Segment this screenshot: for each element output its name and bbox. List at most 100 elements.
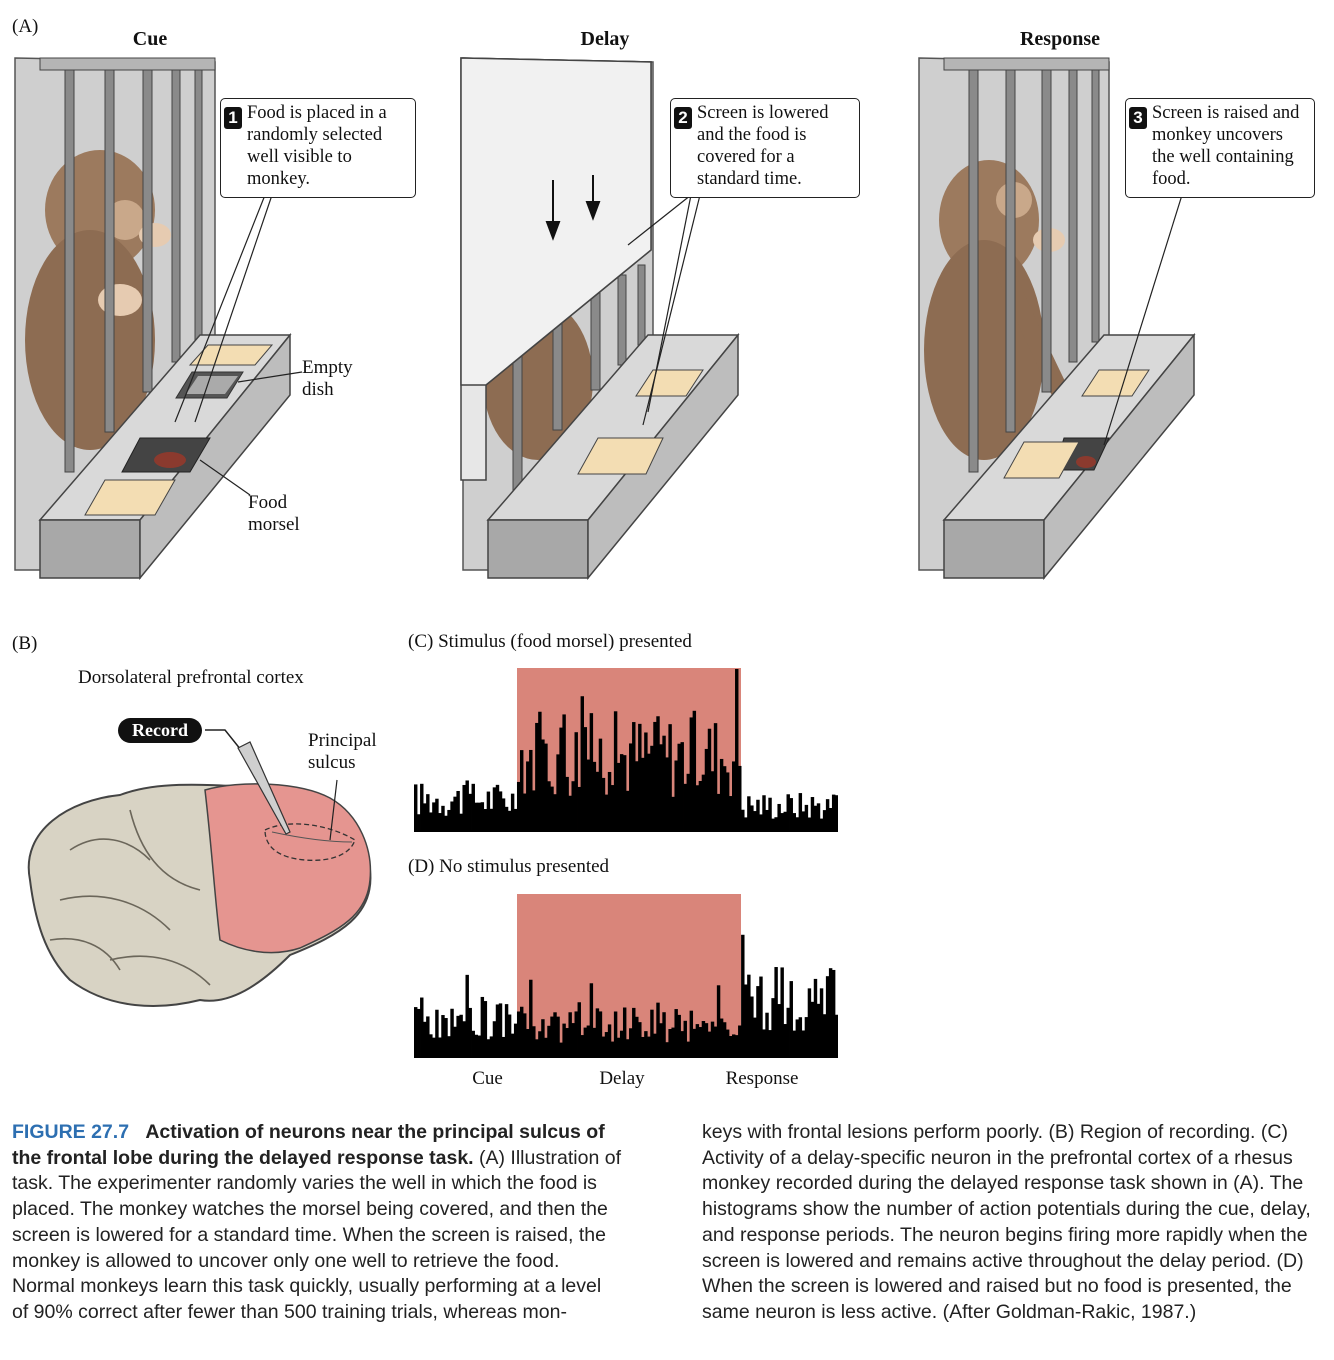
histogram-bar [683, 783, 687, 831]
histogram-bar [480, 802, 485, 831]
histogram-bar [583, 1027, 588, 1057]
histogram-bar [589, 983, 594, 1057]
histogram-bar [610, 785, 615, 831]
brain-illustration [27, 729, 372, 1007]
histogram-bar [771, 818, 775, 831]
histogram-bar [420, 997, 424, 1057]
histogram-bar [489, 1036, 494, 1057]
histogram-bar [813, 978, 818, 1057]
histogram-bar [426, 794, 430, 831]
histogram-bar [701, 1021, 706, 1057]
histogram-bar [465, 780, 469, 831]
histogram-bar [483, 809, 488, 831]
histogram-bar [520, 750, 524, 831]
histogram-bar [728, 796, 733, 831]
histogram-bar [732, 1034, 736, 1057]
histogram-bar [822, 810, 827, 831]
histogram-bar [474, 1034, 478, 1057]
histogram-bar [719, 758, 724, 831]
response-callout: 3 Screen is raised and monkey uncovers t… [1125, 98, 1315, 198]
histogram-bar [783, 1024, 787, 1057]
histogram-bar [532, 1026, 536, 1057]
histogram-bar [550, 1016, 554, 1057]
histogram-bar [535, 722, 539, 831]
histogram-bar [722, 1022, 727, 1057]
panel-d-title: (D) No stimulus presented [408, 856, 610, 877]
histogram-bar [495, 784, 500, 831]
histogram-bar [744, 817, 748, 831]
histogram-bar [562, 1023, 566, 1057]
histogram-bar [592, 1027, 597, 1057]
histogram-bar [701, 774, 706, 831]
delay-callout-text: Screen is lowered and the food is covere… [697, 103, 829, 189]
histogram-bar [759, 976, 763, 1057]
histogram-bar [677, 743, 681, 831]
histogram-bar [792, 813, 796, 831]
histogram-bar [565, 1028, 569, 1057]
histogram-bar [574, 1011, 578, 1057]
histogram-bar [414, 784, 418, 831]
histogram-bar [501, 1036, 506, 1057]
panel-c-title: (C) Stimulus (food morsel) presented [408, 631, 692, 652]
record-tag: Record [118, 718, 202, 743]
histogram-bar [698, 1027, 703, 1057]
histogram-bar [813, 805, 818, 831]
histogram-bar [732, 761, 736, 831]
histogram-bar [744, 984, 748, 1057]
histogram-bar [559, 1042, 563, 1057]
histogram-bar [474, 802, 478, 831]
histogram-bar [756, 986, 760, 1057]
histogram-bar [613, 711, 618, 831]
panel-a-letter: (A) [12, 16, 39, 37]
histogram-bar [432, 1037, 436, 1057]
histogram-bar [774, 817, 778, 831]
histogram-bar [695, 1024, 700, 1057]
histogram-bar [795, 1019, 800, 1057]
histogram-bar [804, 804, 809, 831]
histogram-bar [756, 799, 760, 831]
histogram-bar [768, 1030, 772, 1057]
histogram-bar [477, 802, 482, 831]
histogram-bar [725, 772, 730, 831]
figure-title: Activation of neurons near the principal… [12, 1121, 605, 1169]
histogram-bar [683, 1020, 687, 1057]
food-morsel-label: Food morsel [248, 492, 300, 535]
histogram-bar [529, 749, 533, 831]
histogram-bar [604, 794, 609, 831]
histogram-bar [695, 785, 700, 831]
histogram-bar [632, 722, 636, 831]
histogram-bar [507, 810, 512, 832]
histogram-bar [604, 1032, 609, 1057]
histogram-bar [435, 1009, 439, 1057]
histogram-bar [825, 976, 830, 1057]
histogram-bar [780, 813, 784, 831]
histogram-bar [553, 1012, 557, 1057]
histogram-bar [607, 1024, 612, 1057]
histogram-bar [629, 1028, 633, 1057]
histogram-bar [547, 781, 551, 831]
histogram-bar [610, 1041, 615, 1057]
histogram-bar [541, 739, 545, 831]
axis-label-cue: Cue [472, 1068, 503, 1089]
histogram-bar [544, 1037, 548, 1057]
histogram-bar [595, 771, 600, 831]
histogram-bar [538, 1031, 542, 1057]
histogram-bar [816, 803, 821, 831]
histogram-bar [486, 1039, 491, 1057]
histogram-bar [420, 783, 424, 831]
histogram-bar [834, 1014, 838, 1057]
histogram-bar [504, 1004, 509, 1057]
histogram-bar [644, 1031, 648, 1057]
histogram-bar [492, 787, 497, 831]
histogram-bar [647, 753, 651, 831]
delay-title: Delay [580, 28, 630, 50]
histogram-bar [698, 780, 703, 831]
histogram-bar [828, 968, 833, 1057]
histogram-bar [783, 811, 787, 831]
histogram-bar [456, 790, 460, 831]
response-title: Response [1019, 28, 1100, 50]
panel-b-letter: (B) [12, 633, 38, 654]
histogram-d-bars [414, 934, 838, 1057]
histogram-bar [629, 743, 633, 831]
histogram-bar [523, 793, 527, 831]
